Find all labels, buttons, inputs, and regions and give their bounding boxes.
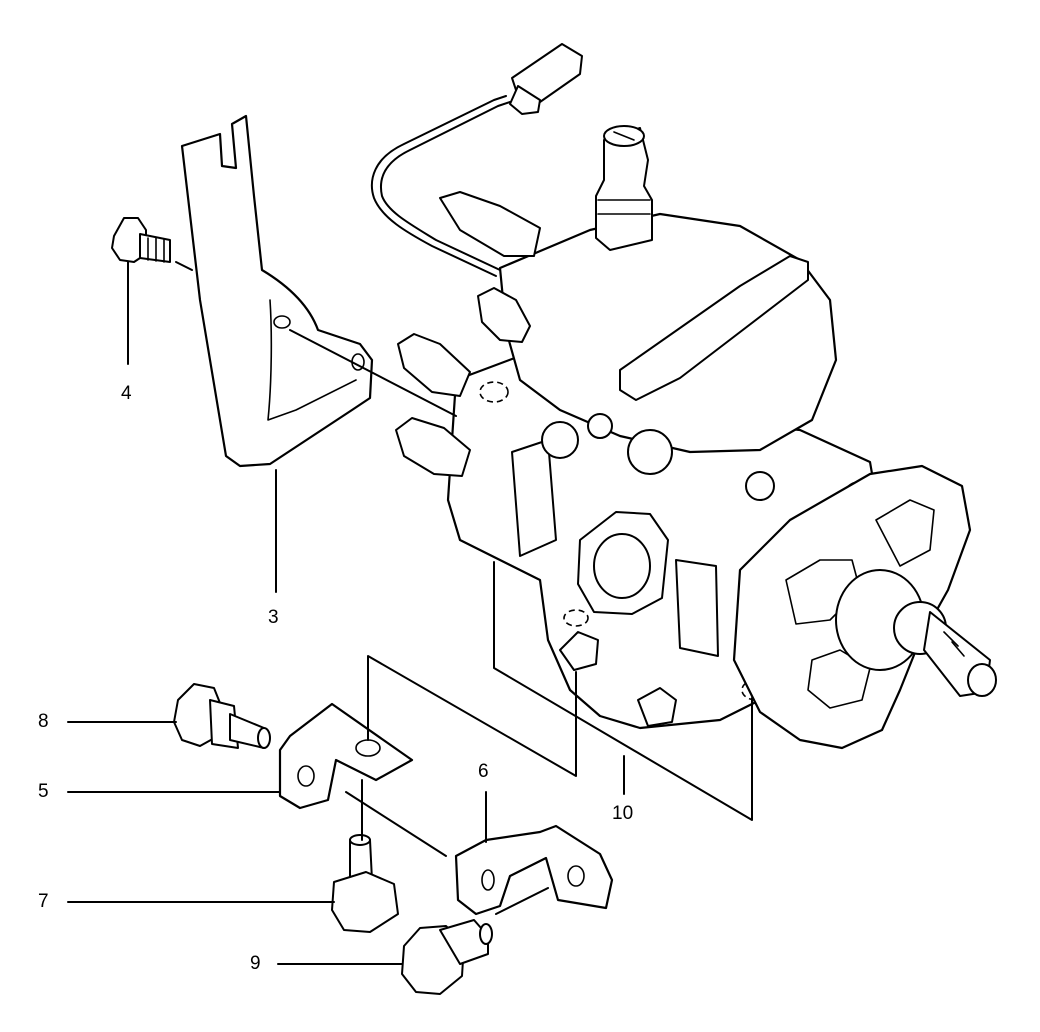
upper-bracket: [180, 114, 374, 468]
callout-7: 7: [38, 891, 49, 912]
callout-10: 10: [612, 803, 634, 824]
callout-leader-lines: [67, 261, 753, 965]
callout-3: 3: [268, 607, 279, 628]
bolt-7: [331, 834, 399, 933]
bolt-9: [401, 919, 493, 995]
bracket-6: [454, 824, 614, 916]
delivery-valve-fittings: [395, 191, 541, 477]
callout-4: 4: [121, 383, 132, 404]
bolt-8: [173, 683, 271, 749]
bracket-5: [278, 702, 414, 810]
injection-pump: [395, 125, 997, 750]
callout-8: 8: [38, 711, 49, 732]
bolt-4: [111, 217, 193, 271]
callout-9: 9: [250, 953, 261, 974]
callout-6: 6: [478, 761, 489, 782]
callout-5: 5: [38, 781, 49, 802]
solenoid-wire-connector: [370, 43, 583, 277]
